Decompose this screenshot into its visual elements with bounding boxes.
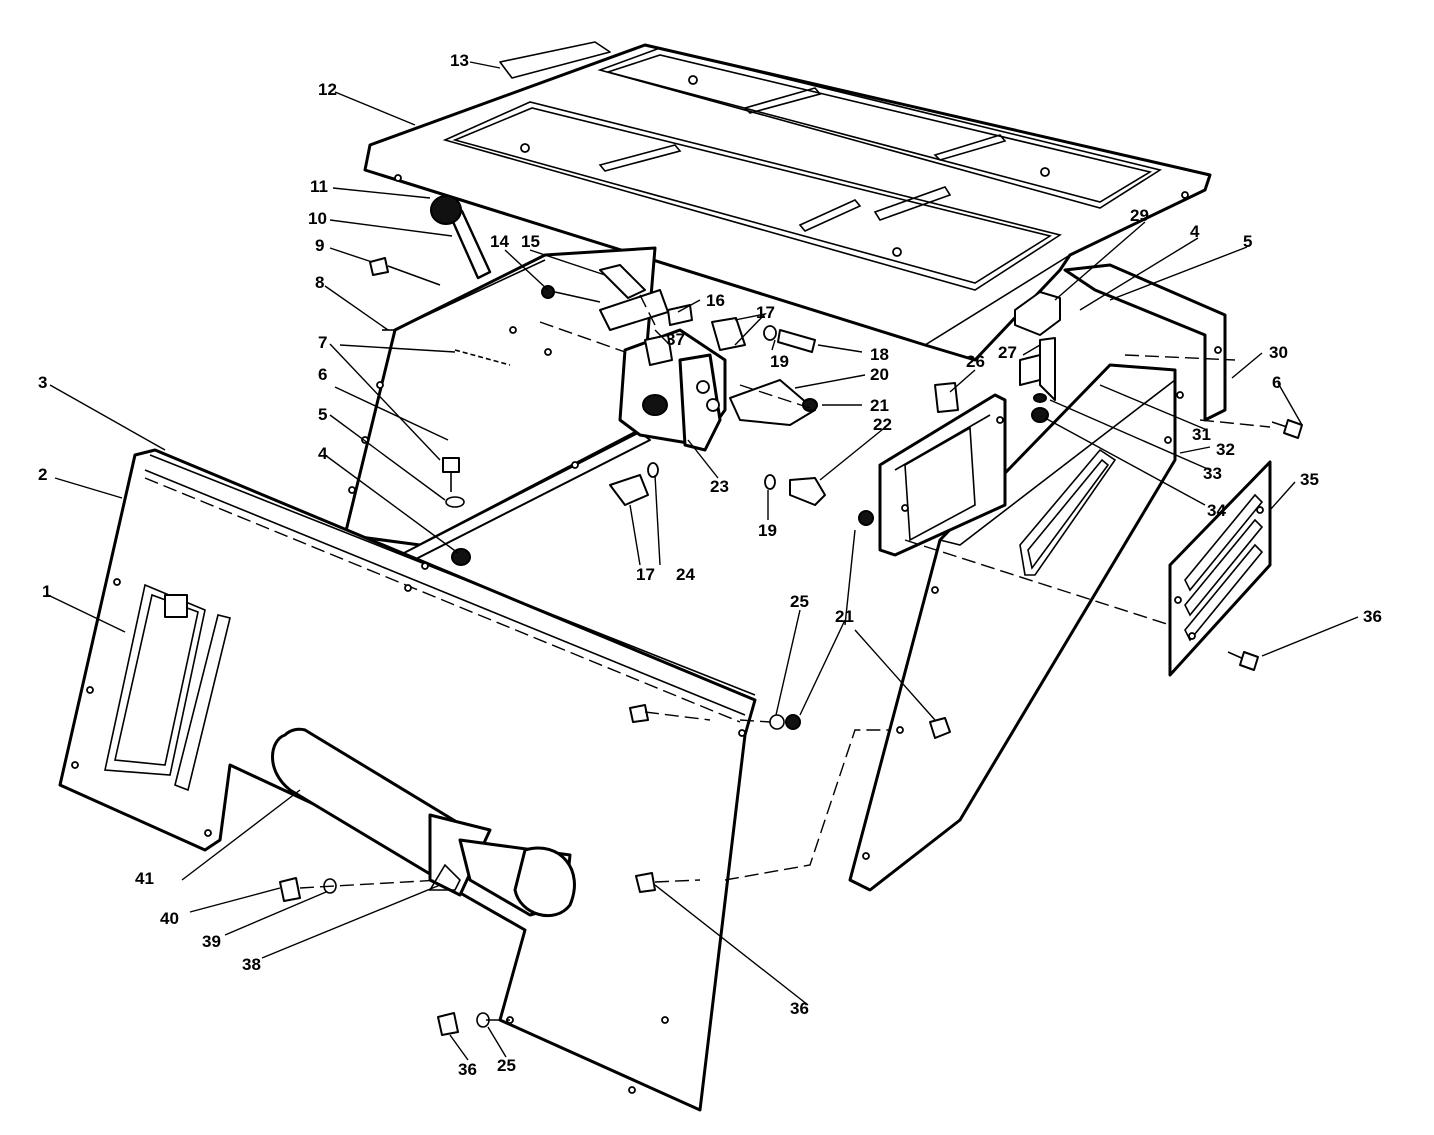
callout-24: 24	[676, 565, 695, 584]
callout-27: 27	[998, 343, 1017, 362]
callout-7: 7	[318, 333, 327, 352]
callout-26: 26	[966, 352, 985, 371]
callout-6: 6	[318, 365, 327, 384]
callout-5: 5	[318, 405, 327, 424]
callout-15: 15	[521, 232, 540, 251]
callout-34: 34	[1207, 501, 1226, 520]
callout-32: 32	[1216, 440, 1235, 459]
leader-lines	[47, 61, 1359, 1061]
left-side-panel	[343, 246, 657, 563]
callout-5: 5	[1243, 232, 1252, 251]
control-valve-assembly	[541, 264, 826, 506]
hardware	[279, 257, 1303, 1036]
alignment-lines	[299, 294, 1271, 1021]
callout-4: 4	[1190, 222, 1200, 241]
top-panel	[363, 43, 1212, 362]
callout-29: 29	[1130, 206, 1149, 225]
callout-21: 21	[835, 607, 854, 626]
front-panel	[58, 448, 757, 1112]
shift-lever	[430, 195, 492, 280]
callout-33: 33	[1203, 464, 1222, 483]
callout-2: 2	[38, 465, 47, 484]
exhaust-pipe	[271, 727, 576, 918]
callout-17: 17	[756, 303, 775, 322]
callout-21: 21	[870, 396, 889, 415]
duct-bracket	[878, 393, 1007, 557]
callout-labels: 1 2 3 4 4 5 5 6 6 7 8 9 10 11 12 13 14 1…	[38, 51, 1382, 1079]
vent-grille	[1168, 460, 1272, 677]
callout-12: 12	[318, 80, 337, 99]
callout-31: 31	[1192, 425, 1211, 444]
right-rear-panel	[1063, 263, 1227, 422]
callout-36: 36	[1363, 607, 1382, 626]
callout-30: 30	[1269, 343, 1288, 362]
callout-9: 9	[315, 236, 324, 255]
callout-3: 3	[38, 373, 47, 392]
callout-37: 37	[666, 330, 685, 349]
callout-36: 36	[458, 1060, 477, 1079]
callout-11: 11	[310, 177, 328, 196]
decal	[499, 41, 611, 79]
callout-10: 10	[308, 209, 327, 228]
callout-22: 22	[873, 415, 892, 434]
callout-19: 19	[758, 521, 777, 540]
callout-41: 41	[135, 869, 154, 888]
callout-18: 18	[870, 345, 889, 364]
callout-13: 13	[450, 51, 469, 70]
callout-36: 36	[790, 999, 809, 1018]
callout-4: 4	[318, 444, 328, 463]
callout-38: 38	[242, 955, 261, 974]
callout-19: 19	[770, 352, 789, 371]
callout-14: 14	[490, 232, 509, 251]
callout-25: 25	[790, 592, 809, 611]
right-side-panel	[848, 363, 1177, 892]
callout-8: 8	[315, 273, 324, 292]
callout-23: 23	[710, 477, 729, 496]
callout-39: 39	[202, 932, 221, 951]
callout-16: 16	[706, 291, 725, 310]
callout-20: 20	[870, 365, 889, 384]
callout-25: 25	[497, 1056, 516, 1075]
callout-6: 6	[1272, 373, 1281, 392]
callout-17: 17	[636, 565, 655, 584]
callout-40: 40	[160, 909, 179, 928]
callout-1: 1	[42, 582, 51, 601]
callout-35: 35	[1300, 470, 1319, 489]
